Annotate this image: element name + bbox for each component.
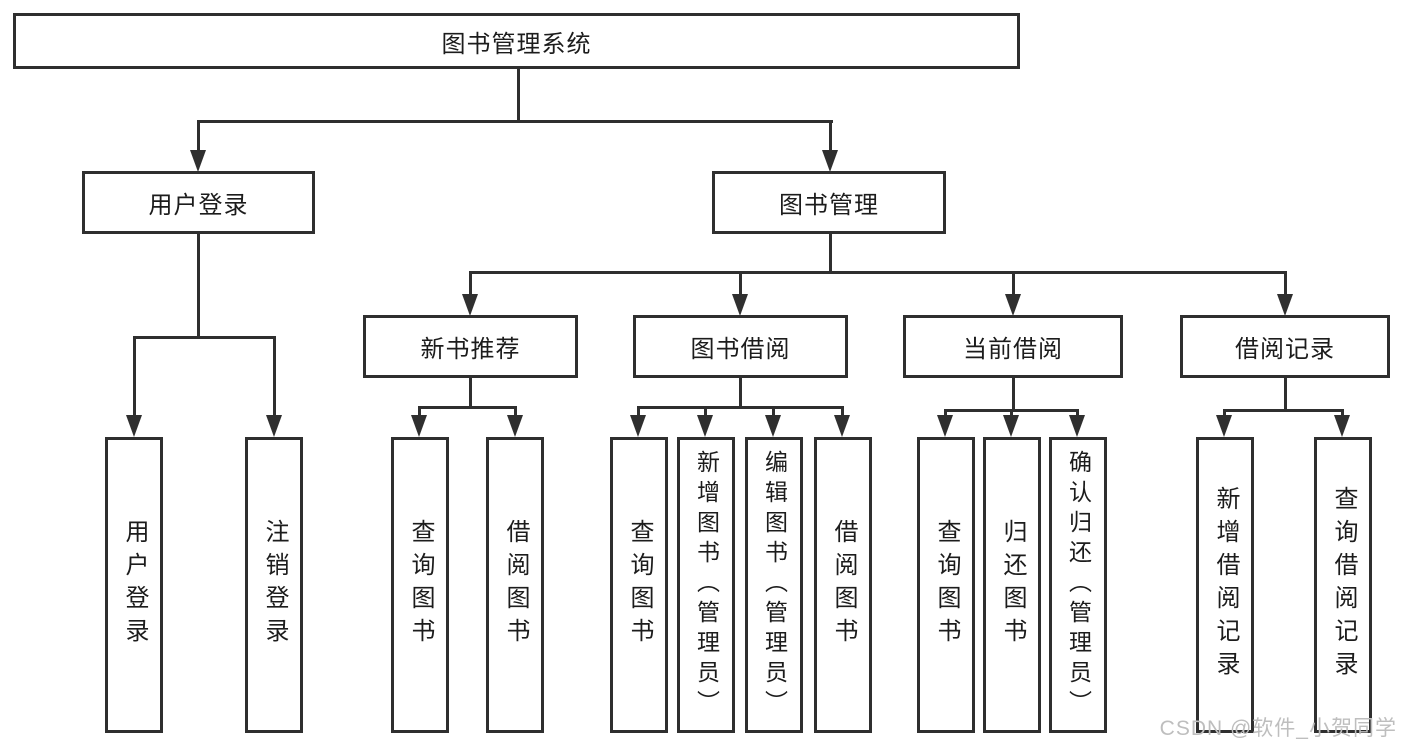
connector-v: [197, 234, 200, 338]
node-label: 图书借阅: [690, 336, 791, 363]
node-label: 查询借阅记录: [1330, 486, 1357, 684]
arrow-down-icon: [507, 415, 523, 437]
connector-v: [1284, 378, 1287, 412]
connector-h: [418, 406, 516, 409]
node-label: 编辑图书（管理员）: [761, 450, 788, 720]
node-label: 图书管理: [779, 192, 879, 219]
node-label: 新增借阅记录: [1212, 486, 1239, 684]
connector-v: [637, 406, 640, 417]
node-book-management: 图书管理: [712, 171, 946, 234]
node-library-system: 图书管理系统: [13, 13, 1020, 69]
node-label: 注销登录: [261, 519, 288, 651]
node-label: 查询图书: [933, 519, 960, 651]
arrow-down-icon: [462, 294, 478, 316]
arrow-down-icon: [822, 150, 838, 172]
arrow-down-icon: [697, 415, 713, 437]
connector-v: [772, 406, 775, 417]
node-user-login: 用户登录: [82, 171, 315, 234]
arrow-down-icon: [190, 150, 206, 172]
node-label: 当前借阅: [963, 336, 1063, 363]
connector-h: [637, 406, 843, 409]
connector-v: [517, 69, 520, 122]
arrow-down-icon: [1069, 415, 1085, 437]
leaf-borrow-edit-books-admin: 编辑图书（管理员）: [745, 437, 803, 733]
arrow-down-icon: [834, 415, 850, 437]
node-new-book-recommend: 新书推荐: [363, 315, 578, 378]
connector-v: [1010, 409, 1013, 417]
leaf-borrow-add-books-admin: 新增图书（管理员）: [677, 437, 735, 733]
connector-v: [1076, 409, 1079, 417]
connector-v: [418, 406, 421, 417]
node-label: 用户登录: [121, 519, 148, 651]
node-label: 查询图书: [626, 519, 653, 651]
node-book-borrowing: 图书借阅: [633, 315, 848, 378]
node-label: 归还图书: [999, 519, 1026, 651]
arrow-down-icon: [411, 415, 427, 437]
arrow-down-icon: [765, 415, 781, 437]
connector-v: [197, 120, 200, 152]
arrow-down-icon: [126, 415, 142, 437]
node-current-borrowing: 当前借阅: [903, 315, 1123, 378]
connector-v: [1012, 378, 1015, 412]
arrow-down-icon: [266, 415, 282, 437]
connector-h: [133, 336, 276, 339]
leaf-current-query-books: 查询图书: [917, 437, 975, 733]
node-borrowing-records: 借阅记录: [1180, 315, 1390, 378]
connector-v: [273, 336, 276, 416]
leaf-records-query-borrow-record: 查询借阅记录: [1314, 437, 1372, 733]
csdn-watermark: CSDN @软件_小贺同学: [1159, 717, 1397, 740]
connector-v: [514, 406, 517, 417]
node-label: 查询图书: [407, 519, 434, 651]
node-label: 借阅图书: [502, 519, 529, 651]
connector-h: [197, 120, 833, 123]
leaf-recommend-borrow-books: 借阅图书: [486, 437, 544, 733]
connector-v: [739, 378, 742, 409]
node-label: 借阅记录: [1235, 336, 1335, 363]
node-label: 新书推荐: [420, 336, 521, 363]
connector-v: [704, 406, 707, 417]
connector-h: [469, 271, 1286, 274]
connector-v: [944, 409, 947, 417]
connector-v: [1223, 409, 1226, 417]
arrow-down-icon: [630, 415, 646, 437]
connector-v: [469, 378, 472, 409]
arrow-down-icon: [1277, 294, 1293, 316]
leaf-records-add-borrow-record: 新增借阅记录: [1196, 437, 1254, 733]
arrow-down-icon: [1003, 415, 1019, 437]
arrow-down-icon: [1216, 415, 1232, 437]
arrow-down-icon: [937, 415, 953, 437]
node-label: 新增图书（管理员）: [693, 450, 720, 720]
leaf-recommend-query-books: 查询图书: [391, 437, 449, 733]
connector-h: [1223, 409, 1344, 412]
connector-v: [469, 271, 472, 297]
connector-v: [1341, 409, 1344, 417]
leaf-current-confirm-return-admin: 确认归还（管理员）: [1049, 437, 1107, 733]
arrow-down-icon: [732, 294, 748, 316]
arrow-down-icon: [1334, 415, 1350, 437]
leaf-user-login: 用户登录: [105, 437, 163, 733]
node-label: 借阅图书: [830, 519, 857, 651]
arrow-down-icon: [1005, 294, 1021, 316]
node-label: 确认归还（管理员）: [1065, 450, 1092, 720]
connector-v: [739, 271, 742, 297]
connector-v: [829, 120, 832, 152]
connector-v: [1012, 271, 1015, 297]
leaf-borrow-query-books: 查询图书: [610, 437, 668, 733]
leaf-user-logout: 注销登录: [245, 437, 303, 733]
connector-v: [841, 406, 844, 417]
connector-v: [133, 336, 136, 416]
node-label: 图书管理系统: [441, 30, 592, 58]
node-label: 用户登录: [148, 192, 249, 219]
leaf-borrow-borrow-books: 借阅图书: [814, 437, 872, 733]
connector-v: [829, 234, 832, 273]
connector-v: [1284, 271, 1287, 297]
leaf-current-return-books: 归还图书: [983, 437, 1041, 733]
